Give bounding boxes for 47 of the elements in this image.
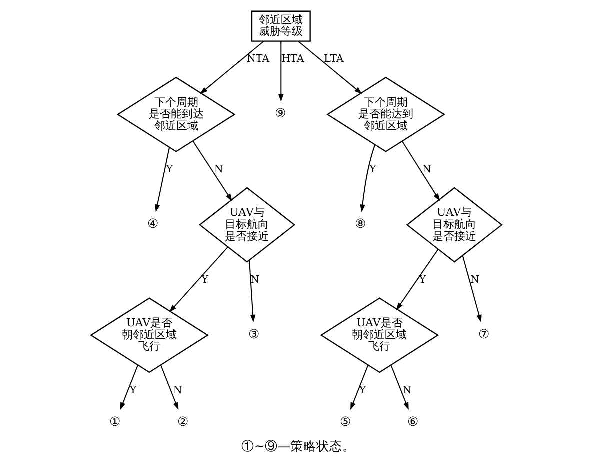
arrow: [160, 365, 179, 410]
caption: ①~⑨—策略状态。: [241, 438, 356, 454]
edge-label: Y: [166, 164, 173, 176]
node-text: ④: [147, 216, 160, 232]
node-diamond: UAV与目标航向是否接近: [406, 187, 503, 263]
node-text: ⑧: [354, 216, 367, 232]
edge-label: N: [470, 274, 480, 286]
edge-label: N: [250, 274, 260, 286]
node-diamond: UAV是否朝邻近区域飞行: [320, 298, 440, 374]
node-box: 邻近区域威胁等级: [251, 10, 311, 42]
edge-label: N: [214, 164, 224, 176]
arrow: [350, 365, 369, 410]
arrow: [154, 147, 170, 212]
node-text: ②: [177, 414, 190, 429]
node-text: ⑥: [408, 414, 420, 429]
edge-label: Y: [370, 164, 376, 176]
edge-label: Y: [130, 384, 137, 396]
node-text: ⑨: [275, 106, 288, 121]
edge-label: LTA: [324, 53, 344, 66]
node-diamond: 下个周期是否能到达邻近区域: [116, 76, 236, 152]
node-diamond: UAV是否朝邻近区域飞行: [90, 298, 209, 374]
arrow: [462, 256, 482, 323]
edge-label: Y: [202, 274, 208, 286]
arrow: [360, 144, 376, 212]
node-text: ①: [110, 414, 122, 429]
edge-label: N: [422, 164, 432, 176]
edge-label: N: [173, 384, 182, 396]
edge-label: HTA: [282, 53, 304, 66]
arrow: [298, 41, 362, 94]
arrow: [402, 141, 440, 202]
arrow: [200, 41, 264, 94]
arrow: [396, 249, 439, 310]
edge-label: Y: [359, 384, 366, 396]
node-text: ③: [248, 326, 260, 342]
edge-label: NTA: [246, 53, 270, 66]
arrow: [120, 365, 138, 410]
arrow: [390, 365, 409, 410]
node-text: ⑤: [340, 414, 352, 429]
arrow: [249, 260, 256, 323]
edge-label: N: [402, 384, 412, 396]
arrow: [169, 246, 228, 312]
arrow: [192, 140, 232, 202]
node-diamond: UAV与目标航向是否接近: [198, 187, 296, 263]
node-text: ⑦: [478, 326, 491, 342]
edge-label: Y: [419, 274, 426, 286]
arrow: [278, 41, 284, 102]
node-diamond: 下个周期是否能达到邻近区域: [326, 76, 446, 152]
